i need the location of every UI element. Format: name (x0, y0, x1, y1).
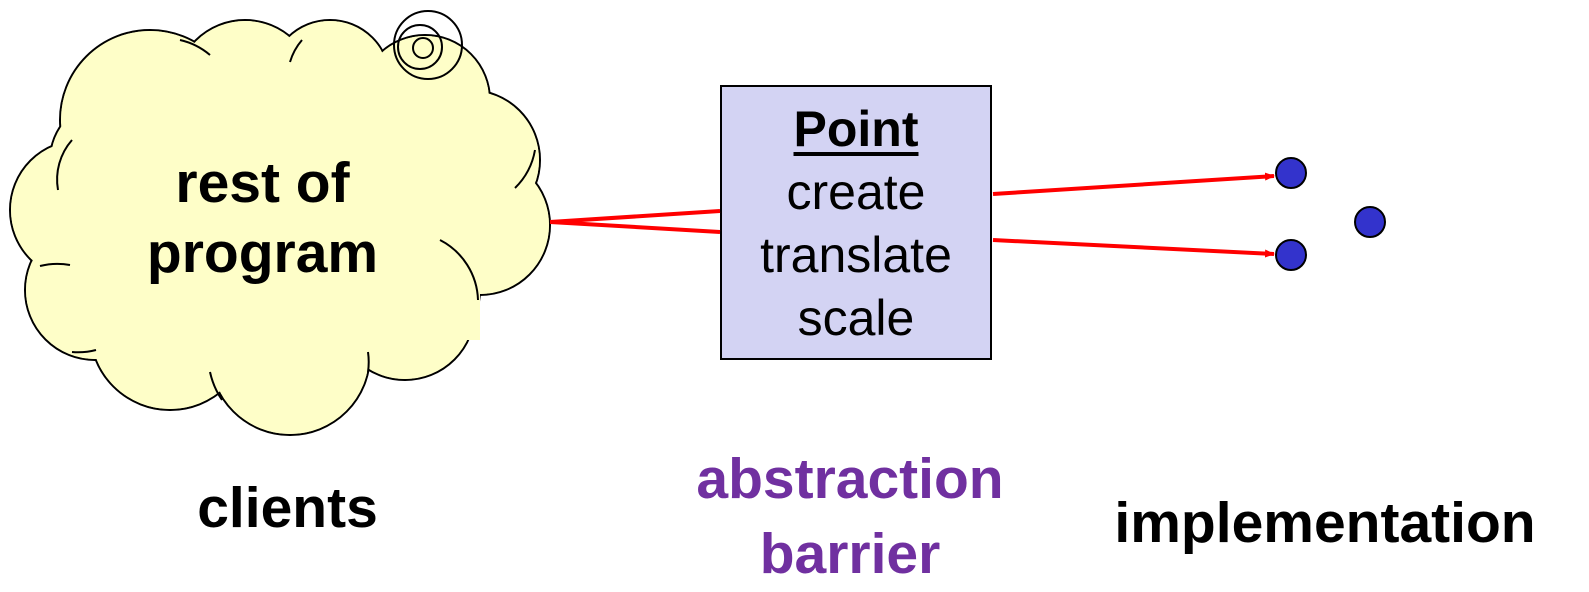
point-dot-top (1275, 157, 1307, 189)
cloud-label: rest of program (100, 148, 425, 288)
box-operation-translate: translate (760, 227, 952, 283)
box-title: Point (793, 101, 919, 157)
point-dot-bottom (1275, 239, 1307, 271)
client-line-top (549, 209, 721, 224)
clients-label: clients (197, 476, 378, 540)
implementation-label: implementation (1114, 491, 1536, 555)
abstraction-label-line1: abstraction (696, 447, 1004, 511)
arrow-to-point-bottom (992, 238, 1275, 258)
cloud-label-line1: rest of (175, 151, 350, 215)
client-line-bottom (549, 220, 721, 234)
abstraction-label-line2: barrier (759, 522, 941, 586)
cloud-label-line2: program (146, 221, 379, 285)
arrow-to-point-top (992, 172, 1275, 196)
box-content: Point create translate scale (721, 98, 991, 350)
abstraction-barrier-label: abstraction barrier (660, 442, 1040, 592)
box-operation-scale: scale (797, 290, 915, 346)
cloud-shape (9, 10, 551, 436)
abstraction-box (720, 85, 992, 360)
box-operation-create: create (786, 164, 926, 220)
point-dot-right (1354, 206, 1386, 238)
